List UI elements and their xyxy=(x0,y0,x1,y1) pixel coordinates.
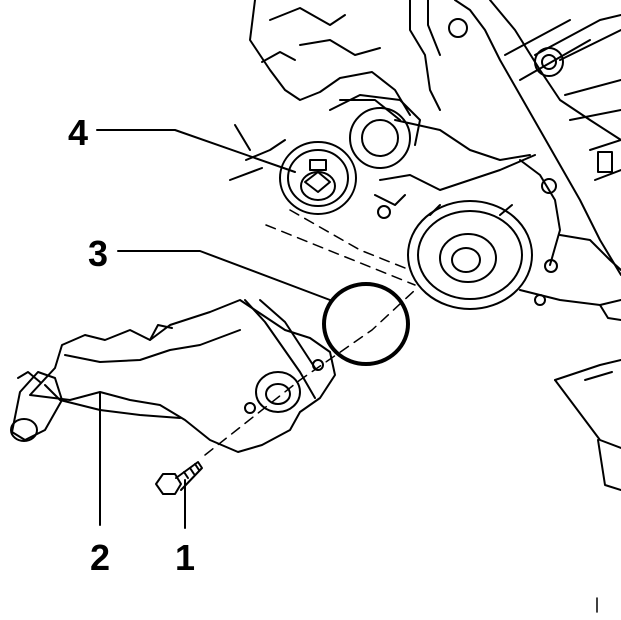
thermostat-part-4 xyxy=(279,141,357,215)
engine-block xyxy=(229,0,621,321)
bolt-part-1 xyxy=(155,461,203,495)
leader-line-3 xyxy=(117,250,331,301)
callout-label-4: 4 xyxy=(68,112,89,153)
bracket-fragment xyxy=(554,359,621,491)
leader-line-4 xyxy=(96,129,296,173)
assembly-axis-lines xyxy=(204,209,416,456)
callout-label-1: 1 xyxy=(175,537,196,578)
callout-label-2: 2 xyxy=(90,537,111,578)
callout-label-3: 3 xyxy=(88,233,109,274)
coolant-housing-part-2 xyxy=(10,299,336,453)
water-pump-pulley xyxy=(407,200,533,310)
o-ring-part-3 xyxy=(322,282,410,366)
leader-lines xyxy=(96,129,331,529)
